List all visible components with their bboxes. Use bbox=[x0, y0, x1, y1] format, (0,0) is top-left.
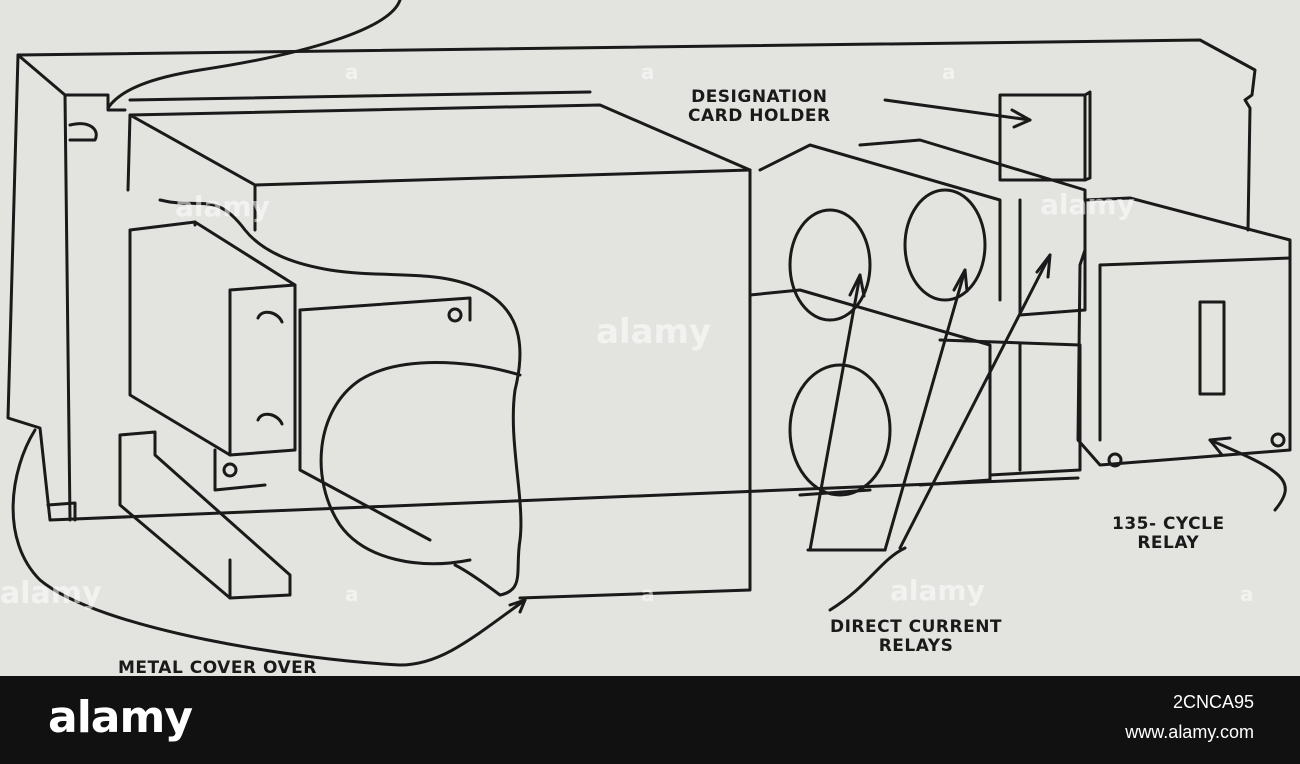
dc-relay-upper-left bbox=[788, 208, 872, 322]
dc-relays-leader bbox=[808, 253, 1052, 612]
coil-cylinder bbox=[298, 296, 522, 566]
designation-label-line-2: CARD HOLDER bbox=[688, 106, 831, 126]
cycle-relay bbox=[1076, 196, 1292, 467]
image-id: 2CNCA95 bbox=[1172, 692, 1254, 712]
relay-unit-illustration: DESIGNATION CARD HOLDER 135- CYCLE RELAY… bbox=[0, 0, 1292, 676]
dc-relay-lower-left bbox=[788, 363, 892, 497]
dc-relay-body-lower bbox=[748, 288, 992, 497]
cycle-relay-label-line-1: 135- CYCLE bbox=[1112, 514, 1225, 534]
top-leader-line bbox=[106, 0, 402, 110]
cycle-relay-leader bbox=[1208, 438, 1287, 512]
cycle-relay-label: 135- CYCLE RELAY bbox=[1112, 515, 1225, 553]
alamy-logo: alamy bbox=[48, 692, 193, 743]
metal-cover-leader bbox=[11, 428, 527, 667]
bottom-bracket bbox=[118, 430, 292, 600]
designation-label-line-1: DESIGNATION bbox=[691, 87, 828, 107]
dc-relay-upper-right bbox=[903, 188, 987, 302]
mounting-panel bbox=[6, 38, 1257, 522]
site-url: www.alamy.com bbox=[1125, 722, 1254, 742]
cycle-relay-label-line-2: RELAY bbox=[1137, 533, 1200, 553]
metal-cover-housing bbox=[128, 103, 752, 187]
designation-card-holder bbox=[998, 93, 1087, 182]
torn-cover-edge bbox=[158, 198, 523, 597]
stock-footer-bar: alamy 2CNCA95 www.alamy.com bbox=[0, 676, 1300, 764]
designation-card-holder-label: DESIGNATION CARD HOLDER bbox=[688, 88, 831, 126]
dc-relays-label: DIRECT CURRENT RELAYS bbox=[830, 618, 1002, 656]
designation-leader bbox=[883, 98, 1032, 122]
dc-relay-body-upper bbox=[758, 143, 1002, 302]
terminal-block bbox=[128, 220, 297, 457]
dc-relays-label-line-1: DIRECT CURRENT bbox=[830, 617, 1003, 637]
metal-cover-label: METAL COVER OVER bbox=[118, 659, 317, 676]
relay-unit-drawing bbox=[6, 0, 1292, 667]
dc-relays-label-line-2: RELAYS bbox=[878, 636, 954, 656]
